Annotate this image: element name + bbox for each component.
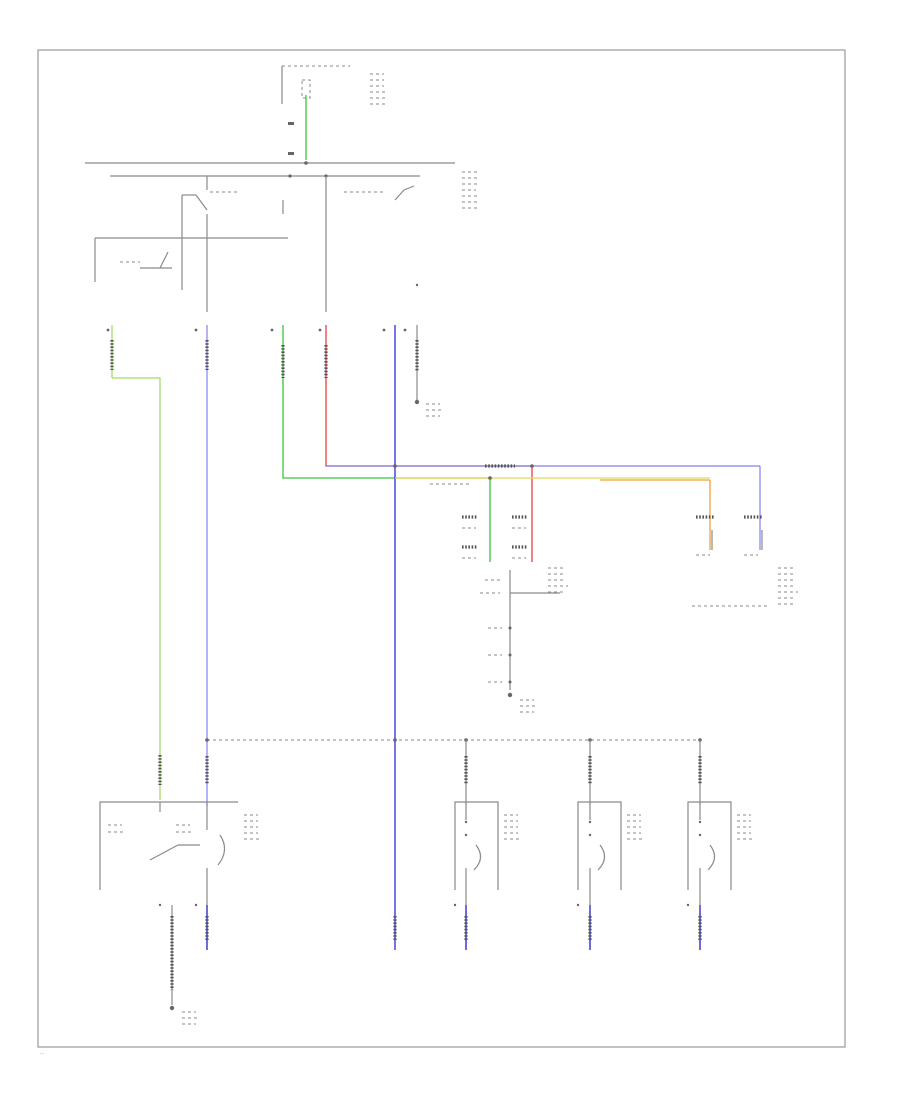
diagram-frame (37, 49, 846, 1048)
connector-row-upper (106, 328, 407, 332)
left-front-door-lock-actuator (99, 801, 262, 1025)
figure-code: ... (40, 1050, 44, 1056)
left-rear-door-lock-actuator (577, 801, 645, 950)
door-lock-switch (85, 161, 480, 312)
wire-light-green (110, 325, 162, 800)
ground-upper (414, 325, 444, 417)
keyless-control-unit (692, 515, 798, 607)
fuse-block (281, 65, 388, 160)
lower-bus (205, 738, 702, 805)
door-lock-relay (462, 515, 568, 713)
right-front-door-lock-actuator (454, 801, 522, 950)
fuse-label-lines (370, 73, 388, 105)
wire-green (281, 325, 491, 562)
wire-red (324, 325, 533, 562)
switch-label-lines (462, 171, 480, 209)
connector-row-lower (158, 903, 690, 907)
right-rear-door-lock-actuator (687, 801, 755, 950)
wire-bus-right (326, 464, 761, 550)
